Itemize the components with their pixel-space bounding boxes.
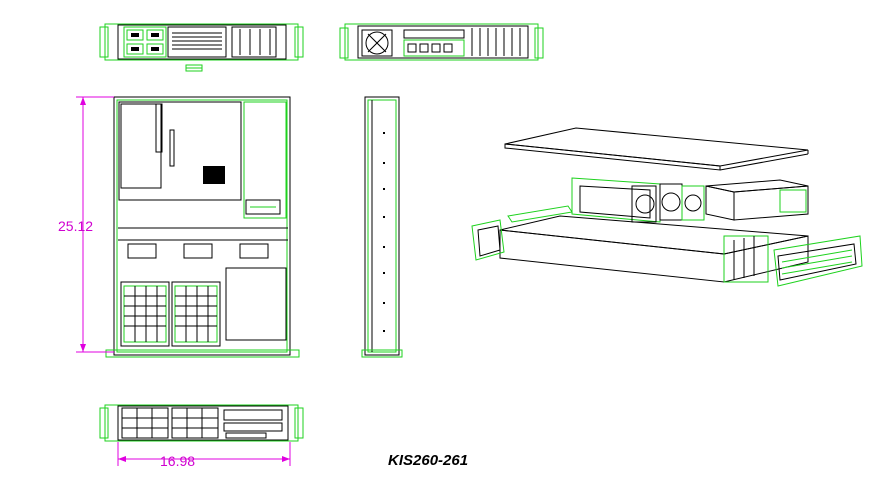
top-view (105, 96, 300, 358)
depth-dimension-label: 25.12 (58, 218, 93, 234)
front-view (99, 23, 304, 72)
bottom-front-view (99, 404, 304, 442)
width-dimension (117, 442, 291, 466)
rear-view (339, 23, 544, 61)
width-dimension-label: 16.98 (160, 453, 195, 469)
exploded-isometric-view (471, 127, 863, 287)
model-label: KIS260-261 (388, 452, 469, 469)
depth-dimension (76, 96, 114, 353)
side-view (361, 96, 403, 358)
